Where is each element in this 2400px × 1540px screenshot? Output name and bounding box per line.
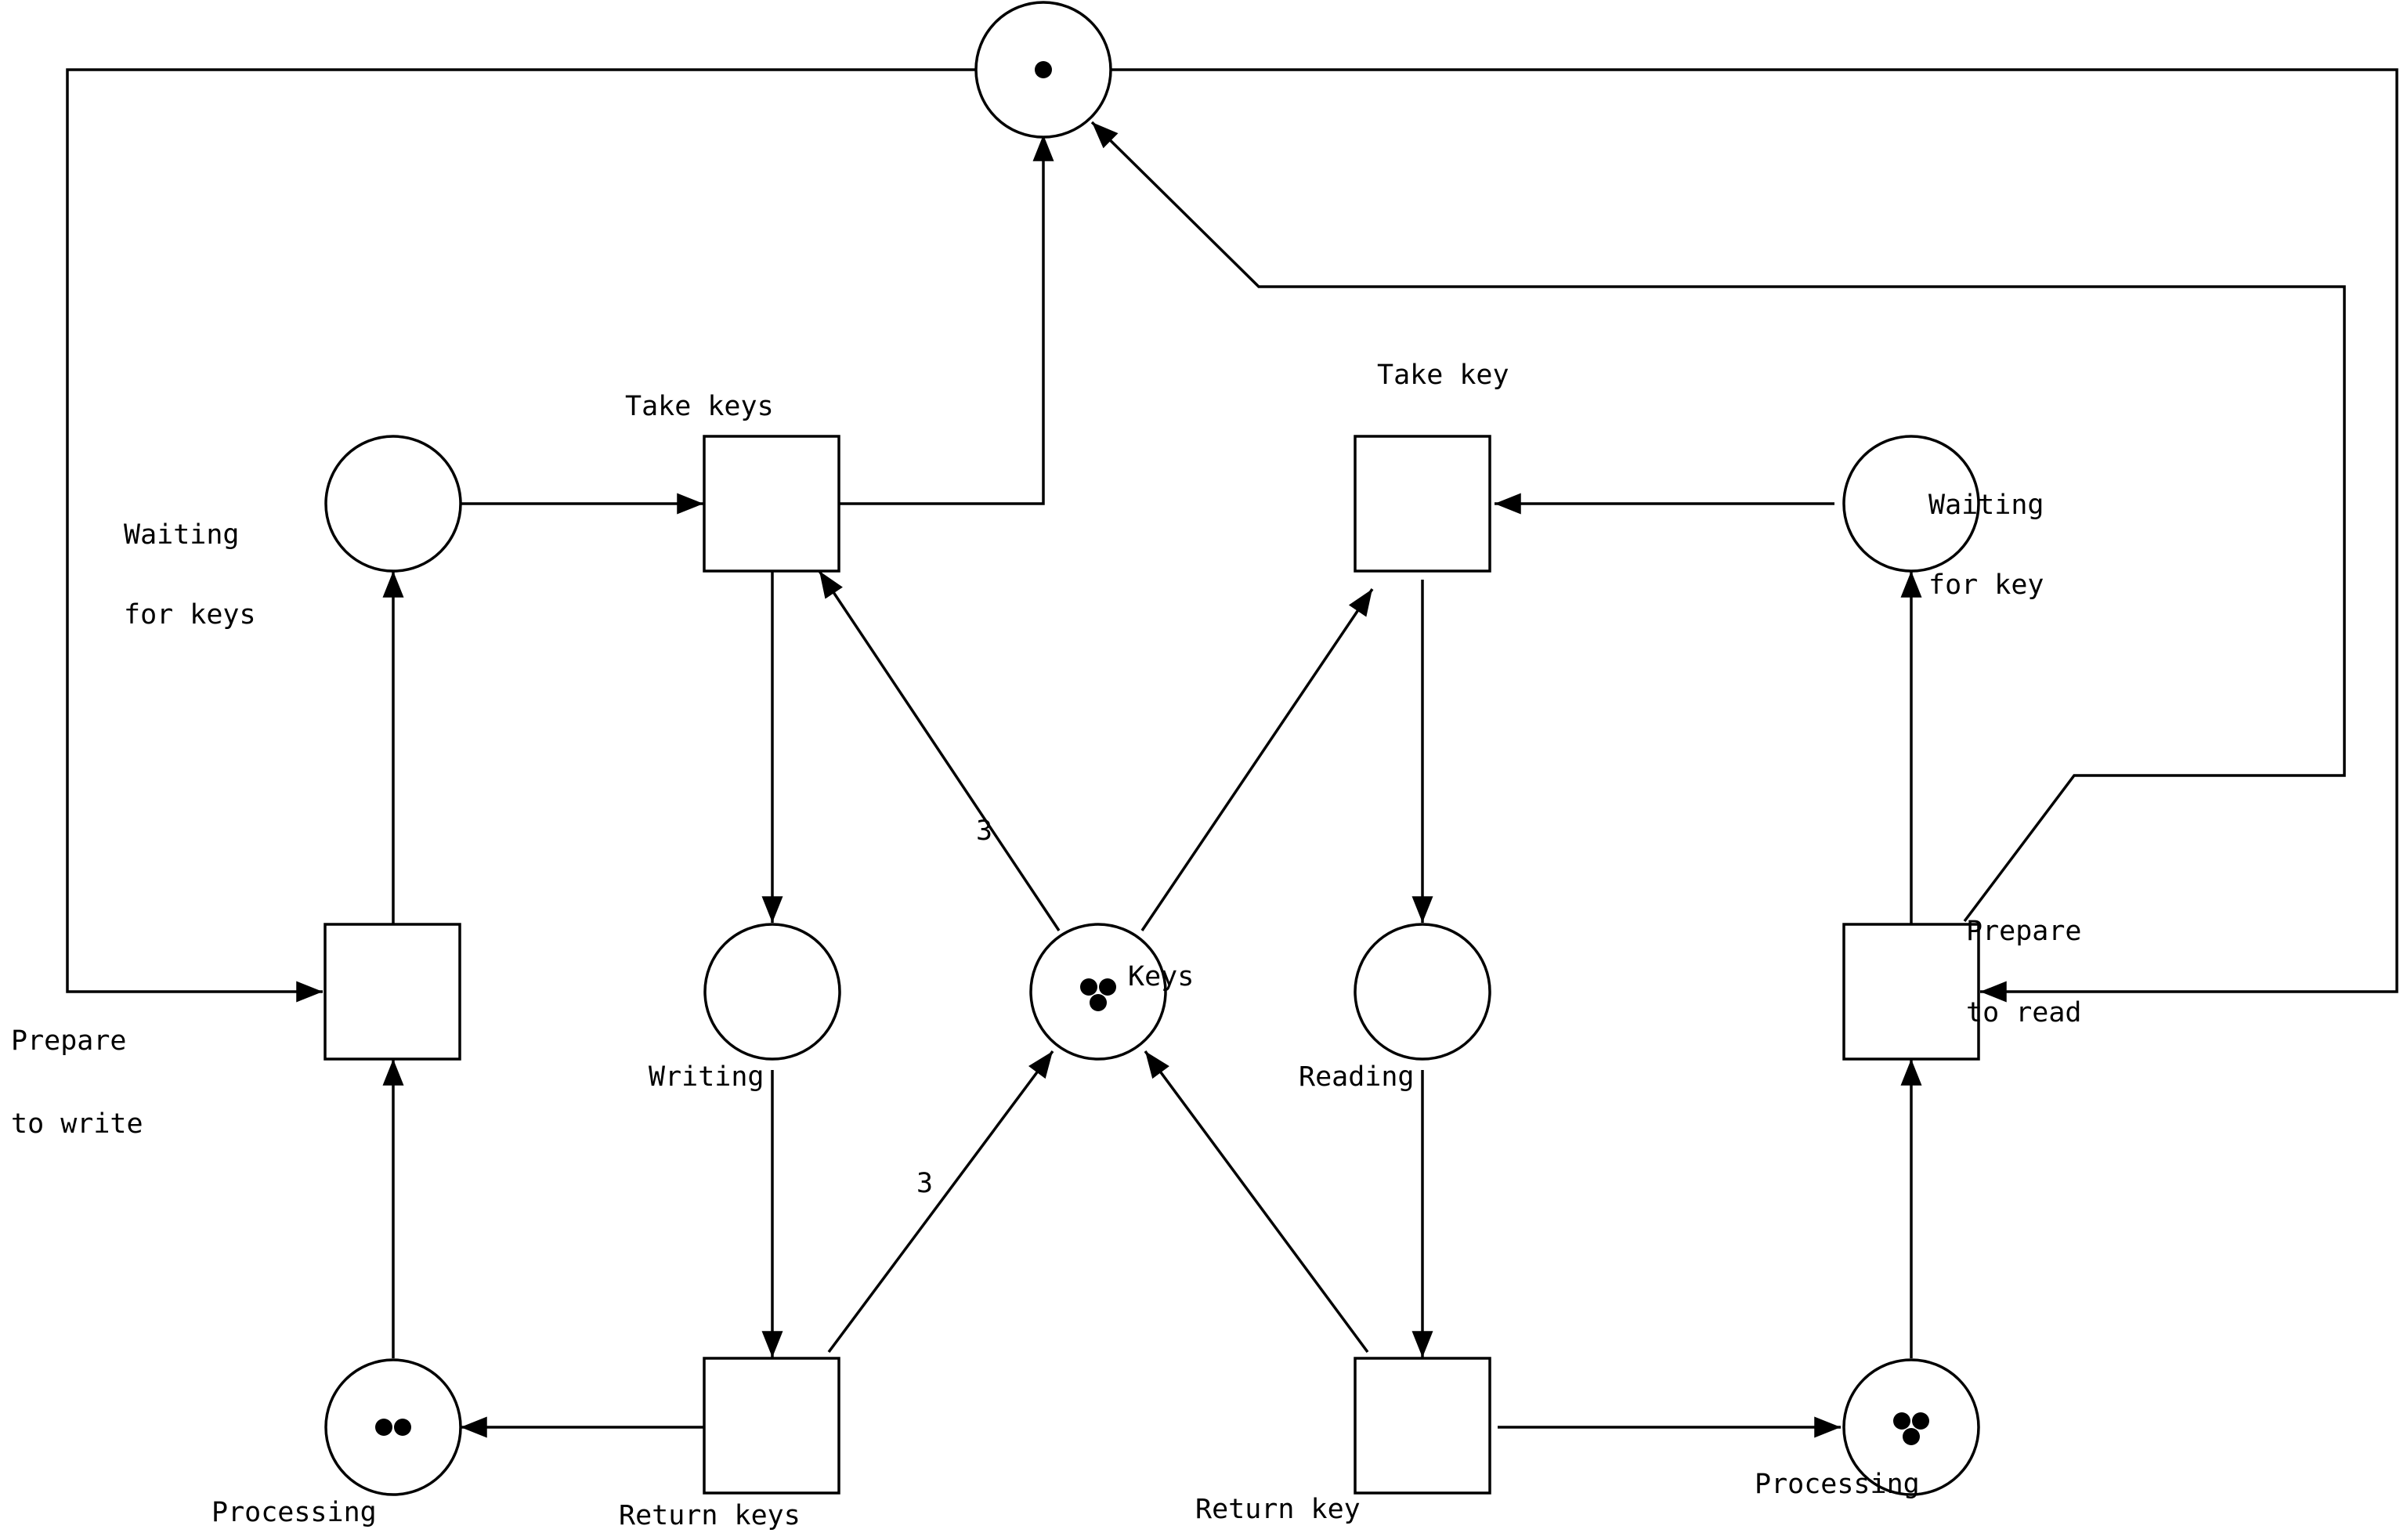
arc-take-keys-to-mutex	[840, 135, 1054, 505]
place-waiting-for-key	[1842, 435, 1980, 573]
token	[1090, 994, 1107, 1011]
token	[1080, 978, 1097, 996]
arc-return-key-to-keys	[1144, 1050, 1369, 1354]
place-waiting-for-keys	[324, 435, 462, 573]
label-keys: Keys	[1128, 961, 1194, 992]
tokens	[375, 61, 1929, 1445]
place-processing-readers	[1842, 1358, 1980, 1496]
token	[375, 1419, 392, 1436]
arc-keys-to-take-keys	[818, 570, 1061, 931]
token	[394, 1419, 411, 1436]
label-prepare-to-read-line1: Prepare	[1966, 916, 2082, 947]
label-processing-readers: Processing	[1755, 1469, 1920, 1500]
arcs	[66, 68, 2398, 1438]
transition-prepare-to-read	[1842, 923, 1980, 1061]
label-waiting-for-key-line1: Waiting	[1928, 490, 2044, 521]
token	[1893, 1412, 1910, 1430]
transition-return-key	[1354, 1357, 1491, 1495]
token	[1099, 978, 1116, 996]
arc-keys-to-take-key	[1140, 588, 1374, 931]
token	[1912, 1412, 1929, 1430]
transition-return-keys	[703, 1357, 840, 1495]
arc-weight-keys-to-take-keys: 3	[976, 815, 992, 847]
place-keys	[1029, 923, 1167, 1061]
label-waiting-for-keys-line1: Waiting	[124, 519, 240, 551]
label-prepare-to-write-line1: Prepare	[11, 1025, 127, 1057]
arc-mutex-to-prepare-to-write	[66, 68, 976, 1003]
arc-weight-return-keys-to-keys: 3	[916, 1168, 933, 1199]
place-processing-writers	[324, 1358, 462, 1496]
transition-take-key	[1354, 435, 1491, 573]
label-return-keys: Return keys	[619, 1500, 801, 1531]
label-take-key: Take key	[1377, 360, 1509, 391]
label-prepare-to-write-line2: to write	[11, 1108, 143, 1140]
token	[1035, 61, 1052, 78]
label-return-key: Return key	[1195, 1494, 1361, 1525]
label-reading: Reading	[1299, 1061, 1415, 1093]
arc-return-keys-to-keys	[827, 1050, 1054, 1354]
label-take-keys: Take keys	[625, 391, 774, 422]
places	[324, 1, 1980, 1496]
transitions	[323, 435, 1980, 1495]
label-waiting-for-key-line2: for key	[1928, 569, 2044, 601]
transition-take-keys	[703, 435, 840, 573]
arc-mutex-to-prepare-to-read	[1111, 68, 2398, 1003]
arc-prepare-to-read-to-mutex	[1090, 121, 2346, 923]
label-writing: Writing	[649, 1061, 764, 1093]
label-processing-writers: Processing	[211, 1497, 377, 1528]
place-reading	[1354, 923, 1491, 1061]
transition-prepare-to-write	[323, 923, 461, 1061]
place-writing	[703, 923, 841, 1061]
label-waiting-for-keys-line2: for keys	[124, 599, 256, 631]
token	[1903, 1428, 1920, 1445]
label-prepare-to-read-line2: to read	[1966, 997, 2082, 1028]
labels: Take keys Take key Waiting for keys Wait…	[11, 360, 2082, 1531]
